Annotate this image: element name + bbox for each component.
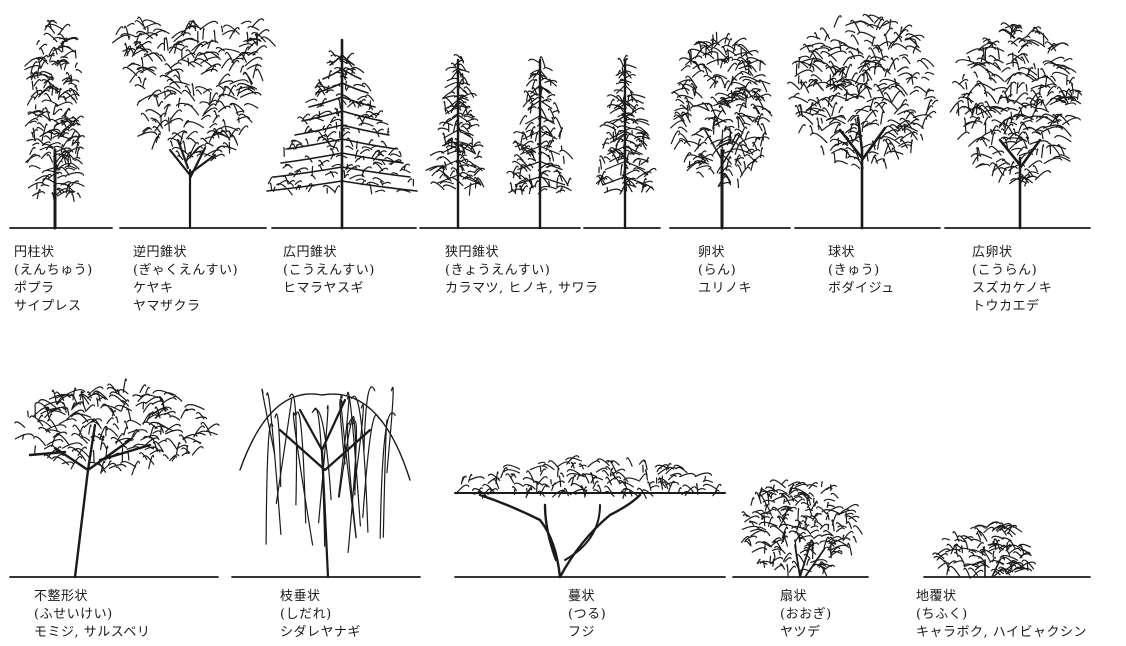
example-species: ケヤキ <box>133 280 238 298</box>
tree-narrow-conical <box>596 55 656 228</box>
example-species: ヤツデ <box>780 624 832 642</box>
label-columnar: 円柱状 (えんちゅう) ポプラ サイプレス <box>14 244 93 316</box>
label-broad-conical: 広円錐状 (こうえんすい) ヒマラヤスギ <box>283 244 375 298</box>
shape-name: 広円錐状 <box>283 244 375 262</box>
label-weeping: 枝垂状 (しだれ) シダレヤナギ <box>280 588 361 642</box>
example-species: サイプレス <box>14 298 93 316</box>
shape-name: 扇状 <box>780 588 832 606</box>
example-species: キャラボク, ハイビャクシン <box>916 624 1087 642</box>
label-spherical: 球状 (きゅう) ボダイジュ <box>828 244 895 298</box>
shape-name: 狭円錐状 <box>445 244 599 262</box>
shrub-ground-cover <box>933 522 1036 578</box>
label-ground-cover: 地覆状 (ちふく) キャラボク, ハイビャクシン <box>916 588 1087 642</box>
example-species: モミジ, サルスベリ <box>34 624 150 642</box>
example-species: スズカケノキ <box>972 280 1052 298</box>
shape-reading: (ぎゃくえんすい) <box>133 262 238 280</box>
shape-reading: (こうえんすい) <box>283 262 375 280</box>
tree-weeping <box>240 387 410 577</box>
example-species: ヒマラヤスギ <box>283 280 375 298</box>
label-vine: 蔓状 (つる) フジ <box>568 588 606 642</box>
tree-broad-conical <box>267 40 417 228</box>
shape-name: 地覆状 <box>916 588 1087 606</box>
label-inverted-conical: 逆円錐状 (ぎゃくえんすい) ケヤキ ヤマザクラ <box>133 244 238 316</box>
label-ovate: 卵状 (らん) ユリノキ <box>698 244 752 298</box>
shape-name: 不整形状 <box>34 588 150 606</box>
example-species: ポプラ <box>14 280 93 298</box>
shape-name: 蔓状 <box>568 588 606 606</box>
shape-name: 円柱状 <box>14 244 93 262</box>
shape-reading: (えんちゅう) <box>14 262 93 280</box>
shape-reading: (つる) <box>568 606 606 624</box>
shape-reading: (ふせいけい) <box>34 606 150 624</box>
shape-name: 枝垂状 <box>280 588 361 606</box>
example-species: ユリノキ <box>698 280 752 298</box>
example-species: カラマツ, ヒノキ, サワラ <box>445 280 599 298</box>
tree-ovate <box>671 32 772 228</box>
example-species: ヤマザクラ <box>133 298 238 316</box>
label-narrow-conical: 狭円錐状 (きょうえんすい) カラマツ, ヒノキ, サワラ <box>445 244 599 298</box>
shape-reading: (きょうえんすい) <box>445 262 599 280</box>
shape-name: 卵状 <box>698 244 752 262</box>
shape-name: 逆円錐状 <box>133 244 238 262</box>
label-irregular: 不整形状 (ふせいけい) モミジ, サルスベリ <box>34 588 150 642</box>
tree-narrow-conical <box>426 55 484 228</box>
tree-inverted-conical <box>113 17 276 228</box>
example-species: ボダイジュ <box>828 280 895 298</box>
tree-columnar <box>25 20 84 228</box>
example-species: シダレヤナギ <box>280 624 361 642</box>
shrub-fan <box>742 480 863 577</box>
shape-name: 広卵状 <box>972 244 1052 262</box>
label-broad-ovate: 広卵状 (こうらん) スズカケノキ トウカエデ <box>972 244 1052 316</box>
label-fan: 扇状 (おおぎ) ヤツデ <box>780 588 832 642</box>
shape-reading: (しだれ) <box>280 606 361 624</box>
shape-reading: (おおぎ) <box>780 606 832 624</box>
example-species: トウカエデ <box>972 298 1052 316</box>
example-species: フジ <box>568 624 606 642</box>
shape-reading: (ちふく) <box>916 606 1087 624</box>
shape-reading: (きゅう) <box>828 262 895 280</box>
tree-spherical <box>788 14 938 228</box>
tree-narrow-conical <box>507 57 573 228</box>
tree-vine <box>455 456 725 577</box>
tree-irregular <box>15 379 219 577</box>
shape-name: 球状 <box>828 244 895 262</box>
shape-reading: (こうらん) <box>972 262 1052 280</box>
shape-reading: (らん) <box>698 262 752 280</box>
tree-broad-ovate <box>950 23 1081 228</box>
